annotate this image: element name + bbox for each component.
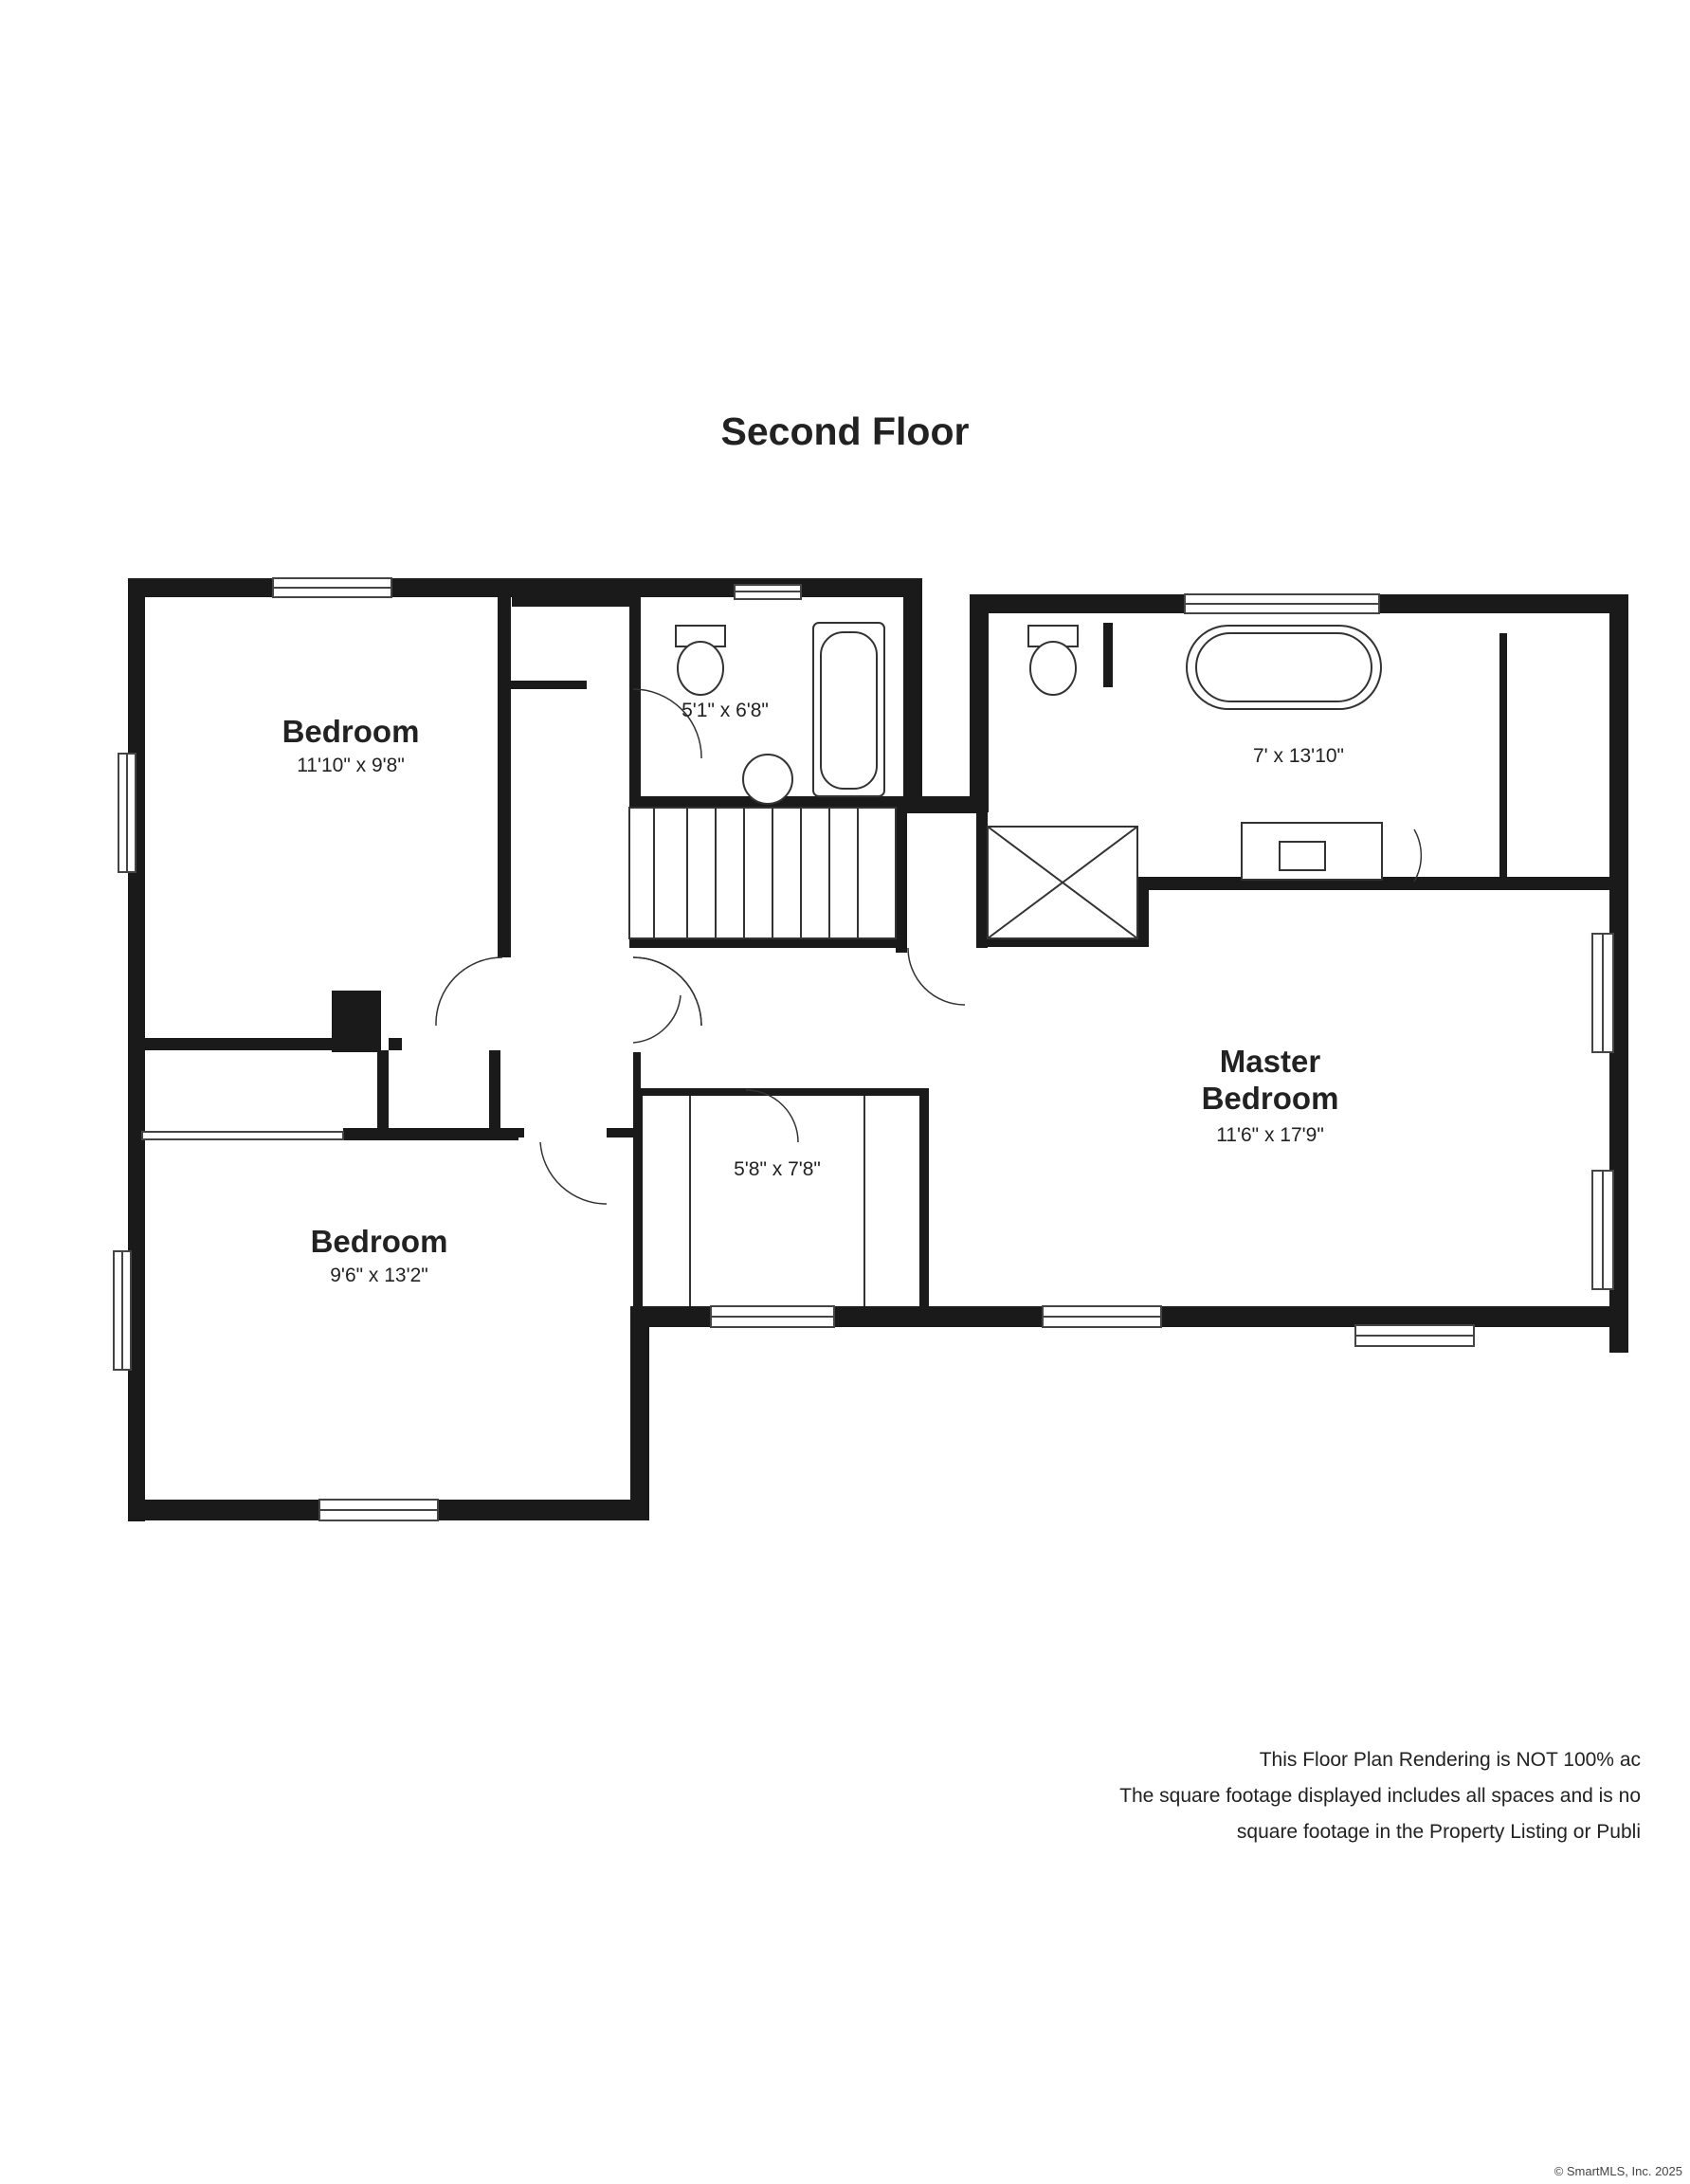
- disclaimer-line-2: The square footage displayed includes al…: [1119, 1785, 1641, 1807]
- plan-title: Second Floor: [720, 410, 970, 453]
- closet-dims: 5'8" x 7'8": [734, 1158, 821, 1180]
- master-bedroom-label-1: Master: [1219, 1044, 1321, 1079]
- stairs: [628, 807, 897, 939]
- disclaimer-line-3: square footage in the Property Listing o…: [1236, 1821, 1641, 1843]
- disclaimer-line-1: This Floor Plan Rendering is NOT 100% ac: [1259, 1749, 1641, 1771]
- master-bedroom-dims: 11'6" x 17'9": [1216, 1124, 1324, 1146]
- bedroom-top-dims: 11'10" x 9'8": [297, 755, 405, 776]
- copyright: © SmartMLS, Inc. 2025: [1554, 2164, 1682, 2178]
- hall-bath-dims: 5'1" x 6'8": [681, 700, 769, 721]
- fixtures: [675, 622, 1383, 1306]
- doors: [435, 688, 1423, 1205]
- bedroom-bottom-dims: 9'6" x 13'2": [330, 1265, 428, 1286]
- master-bedroom-label-2: Bedroom: [1201, 1081, 1339, 1116]
- windows: [113, 577, 1614, 1521]
- bedroom-top-label: Bedroom: [282, 714, 420, 749]
- master-bath-dims: 7' x 13'10": [1252, 745, 1345, 767]
- bedroom-bottom-label: Bedroom: [310, 1224, 448, 1259]
